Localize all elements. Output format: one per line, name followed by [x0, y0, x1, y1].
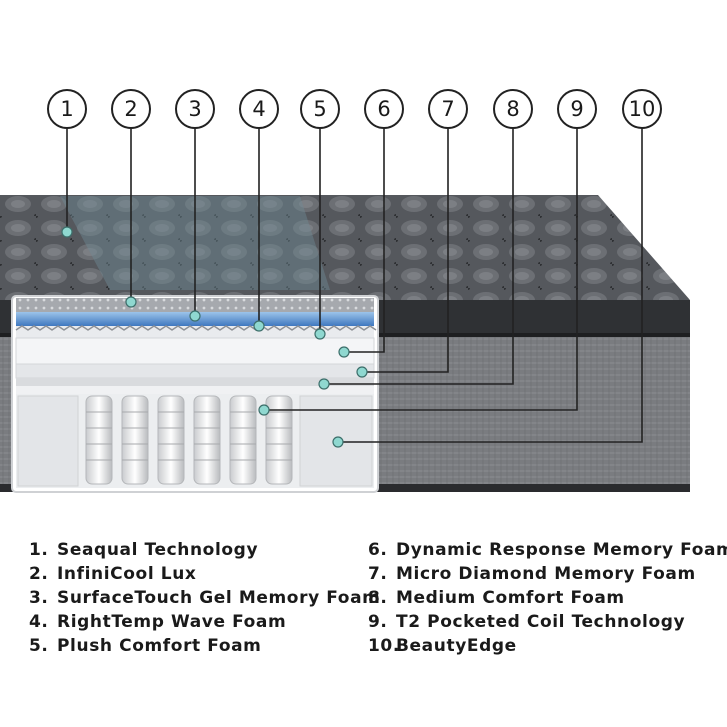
legend-number: 8.	[368, 588, 388, 608]
legend-item-9: 9. T2 Pocketed Coil Technology	[368, 612, 685, 632]
legend-item-10: 10.BeautyEdge	[368, 636, 517, 656]
legend-number: 10.	[368, 636, 400, 656]
callout-label: 4	[252, 97, 265, 121]
legend-label: SurfaceTouch Gel Memory Foam	[57, 588, 381, 608]
callout-10: 10	[622, 89, 662, 129]
dot-4	[253, 320, 265, 332]
coils	[85, 395, 293, 485]
legend-label: BeautyEdge	[396, 636, 517, 656]
legend-item-6: 6. Dynamic Response Memory Foam	[368, 540, 727, 560]
dot-5	[314, 328, 326, 340]
callout-3: 3	[175, 89, 215, 129]
dot-2	[125, 296, 137, 308]
callout-label: 7	[441, 97, 454, 121]
legend-item-7: 7. Micro Diamond Memory Foam	[368, 564, 696, 584]
callout-2: 2	[111, 89, 151, 129]
legend-label: Micro Diamond Memory Foam	[396, 564, 696, 584]
callout-label: 5	[313, 97, 326, 121]
legend-item-5: 5. Plush Comfort Foam	[29, 636, 262, 656]
callout-label: 10	[629, 97, 656, 121]
legend-item-3: 3. SurfaceTouch Gel Memory Foam	[29, 588, 380, 608]
legend-number: 7.	[368, 564, 388, 584]
dot-6	[338, 346, 350, 358]
dot-9	[258, 404, 270, 416]
coil-rings	[86, 411, 292, 461]
legend-item-8: 8. Medium Comfort Foam	[368, 588, 625, 608]
legend-number: 5.	[29, 636, 49, 656]
dot-1	[61, 226, 73, 238]
edge-left	[17, 395, 79, 487]
callout-label: 3	[188, 97, 201, 121]
callout-6: 6	[364, 89, 404, 129]
callout-label: 8	[506, 97, 519, 121]
layer-wave-foam	[16, 326, 374, 338]
legend-label: T2 Pocketed Coil Technology	[396, 612, 686, 632]
legend-label: Seaqual Technology	[57, 540, 259, 560]
cutaway	[11, 295, 379, 493]
legend-number: 4.	[29, 612, 49, 632]
callout-label: 1	[60, 97, 73, 121]
callout-label: 6	[377, 97, 390, 121]
layer-plush-comfort-foam	[15, 337, 375, 365]
callout-7: 7	[428, 89, 468, 129]
legend: 1. Seaqual Technology 2. InfiniCool Lux 3.…	[0, 536, 727, 666]
legend-label: RightTemp Wave Foam	[57, 612, 287, 632]
legend-label: InfiniCool Lux	[57, 564, 197, 584]
callout-label: 2	[124, 97, 137, 121]
legend-item-2: 2. InfiniCool Lux	[29, 564, 196, 584]
callout-9: 9	[557, 89, 597, 129]
legend-number: 1.	[29, 540, 49, 560]
layer-micro-diamond	[16, 378, 374, 386]
layer-medium-comfort	[16, 386, 374, 394]
mattress-diagram: 1 2 3 4 5 6 7 8 9 10	[0, 89, 690, 493]
leader-lines	[66, 128, 643, 443]
legend-number: 3.	[29, 588, 49, 608]
legend-number: 2.	[29, 564, 49, 584]
legend-item-1: 1. Seaqual Technology	[29, 540, 258, 560]
callout-1: 1	[47, 89, 87, 129]
dot-7	[356, 366, 368, 378]
legend-number: 6.	[368, 540, 388, 560]
callout-5: 5	[300, 89, 340, 129]
dot-3	[189, 310, 201, 322]
layer-dynamic-response	[15, 363, 375, 379]
legend-label: Medium Comfort Foam	[396, 588, 625, 608]
legend-number: 9.	[368, 612, 388, 632]
target-dots	[61, 226, 368, 448]
quilted-top	[0, 195, 690, 300]
wave-pattern	[15, 325, 377, 331]
callout-label: 9	[570, 97, 583, 121]
dot-10	[332, 436, 344, 448]
callout-8: 8	[493, 89, 533, 129]
legend-item-4: 4. RightTemp Wave Foam	[29, 612, 286, 632]
callout-4: 4	[239, 89, 279, 129]
legend-label: Dynamic Response Memory Foam	[396, 540, 727, 560]
dot-8	[318, 378, 330, 390]
legend-label: Plush Comfort Foam	[57, 636, 262, 656]
